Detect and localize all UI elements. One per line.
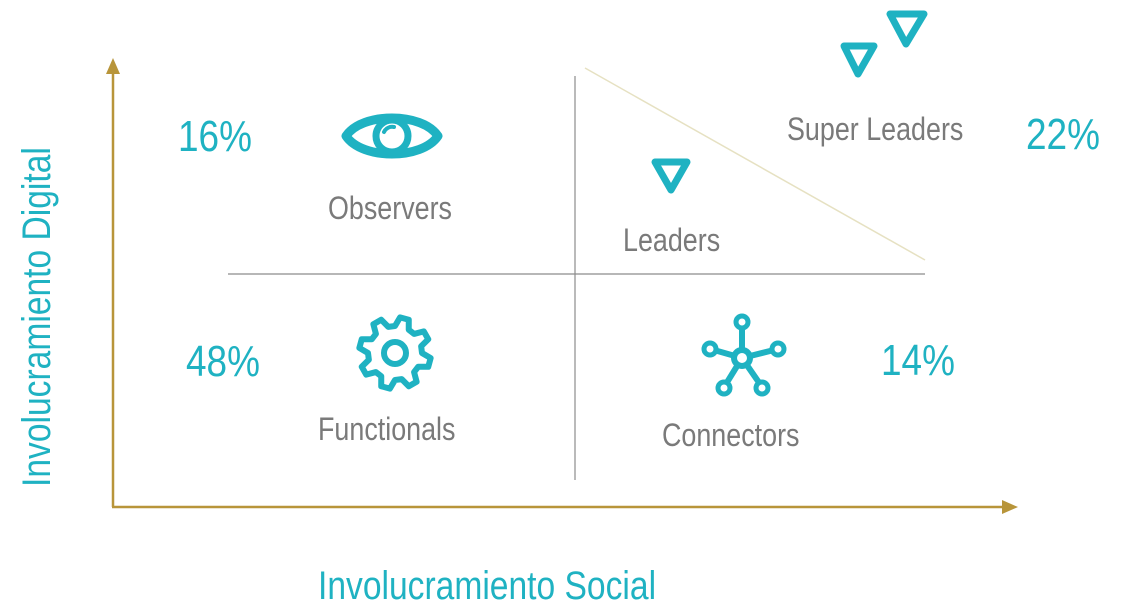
super-leaders-percent: 22%: [1026, 110, 1100, 159]
leaders-label: Leaders: [623, 222, 721, 258]
diagonal-divider: [584, 67, 926, 261]
x-axis-arrowhead: [1002, 500, 1018, 514]
gear-hub: [381, 339, 409, 367]
connectors-label: Connectors: [662, 417, 800, 453]
functionals-percent: 48%: [186, 337, 260, 386]
observers-label: Observers: [328, 190, 452, 226]
y-axis-arrowhead: [106, 58, 120, 74]
gear-outline: [356, 314, 434, 392]
super-leaders-label: Super Leaders: [787, 111, 964, 147]
connectors-percent: 14%: [881, 336, 955, 385]
eye-icon: [341, 113, 443, 159]
network-hub-icon: [701, 313, 787, 397]
double-triangle-icon: [840, 10, 928, 78]
y-axis-label: Involucramiento Digital: [15, 147, 59, 488]
triangle-down-icon: [651, 158, 691, 194]
x-axis-label: Involucramiento Social: [318, 564, 657, 608]
observers-percent: 16%: [178, 112, 252, 161]
functionals-label: Functionals: [318, 411, 456, 447]
gear-icon: [356, 314, 434, 392]
